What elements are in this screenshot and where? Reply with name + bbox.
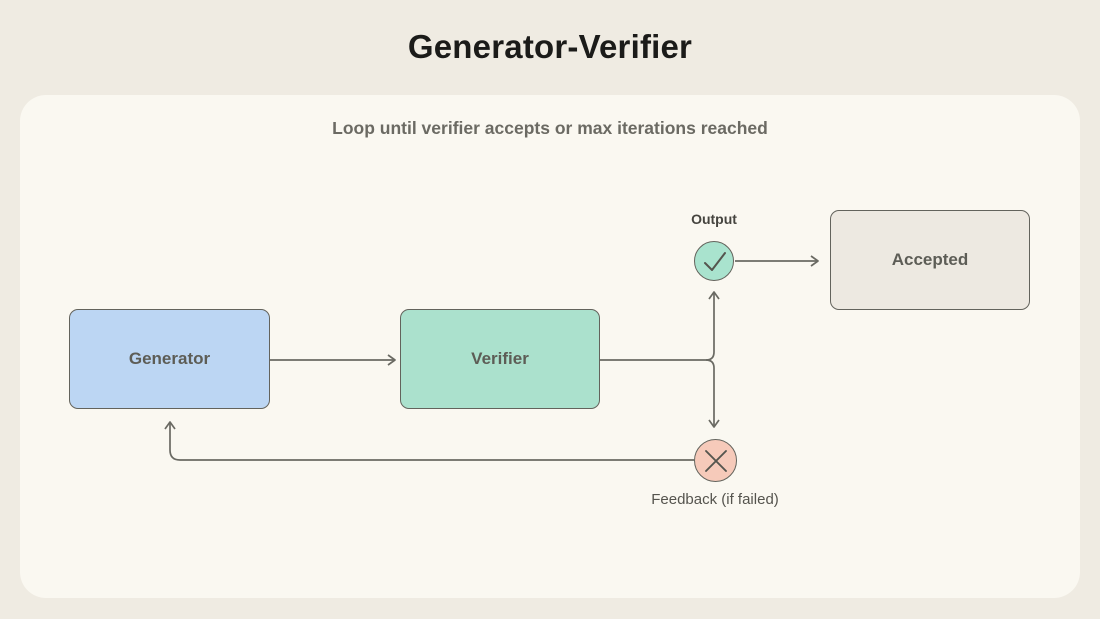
node-verifier: Verifier <box>400 309 600 409</box>
x-icon <box>704 449 727 472</box>
panel-caption: Loop until verifier accepts or max itera… <box>332 118 768 138</box>
feedback-label: Feedback (if failed) <box>651 491 779 508</box>
node-accepted-label: Accepted <box>891 250 969 269</box>
node-generator: Generator <box>69 309 270 409</box>
feedback-failure-badge <box>694 439 737 482</box>
page-title: Generator-Verifier <box>407 28 693 65</box>
output-success-badge <box>694 241 734 281</box>
node-verifier-label: Verifier <box>471 349 529 368</box>
output-label: Output <box>691 211 737 227</box>
node-generator-label: Generator <box>128 349 211 368</box>
node-accepted: Accepted <box>830 210 1030 310</box>
check-icon <box>703 251 726 271</box>
